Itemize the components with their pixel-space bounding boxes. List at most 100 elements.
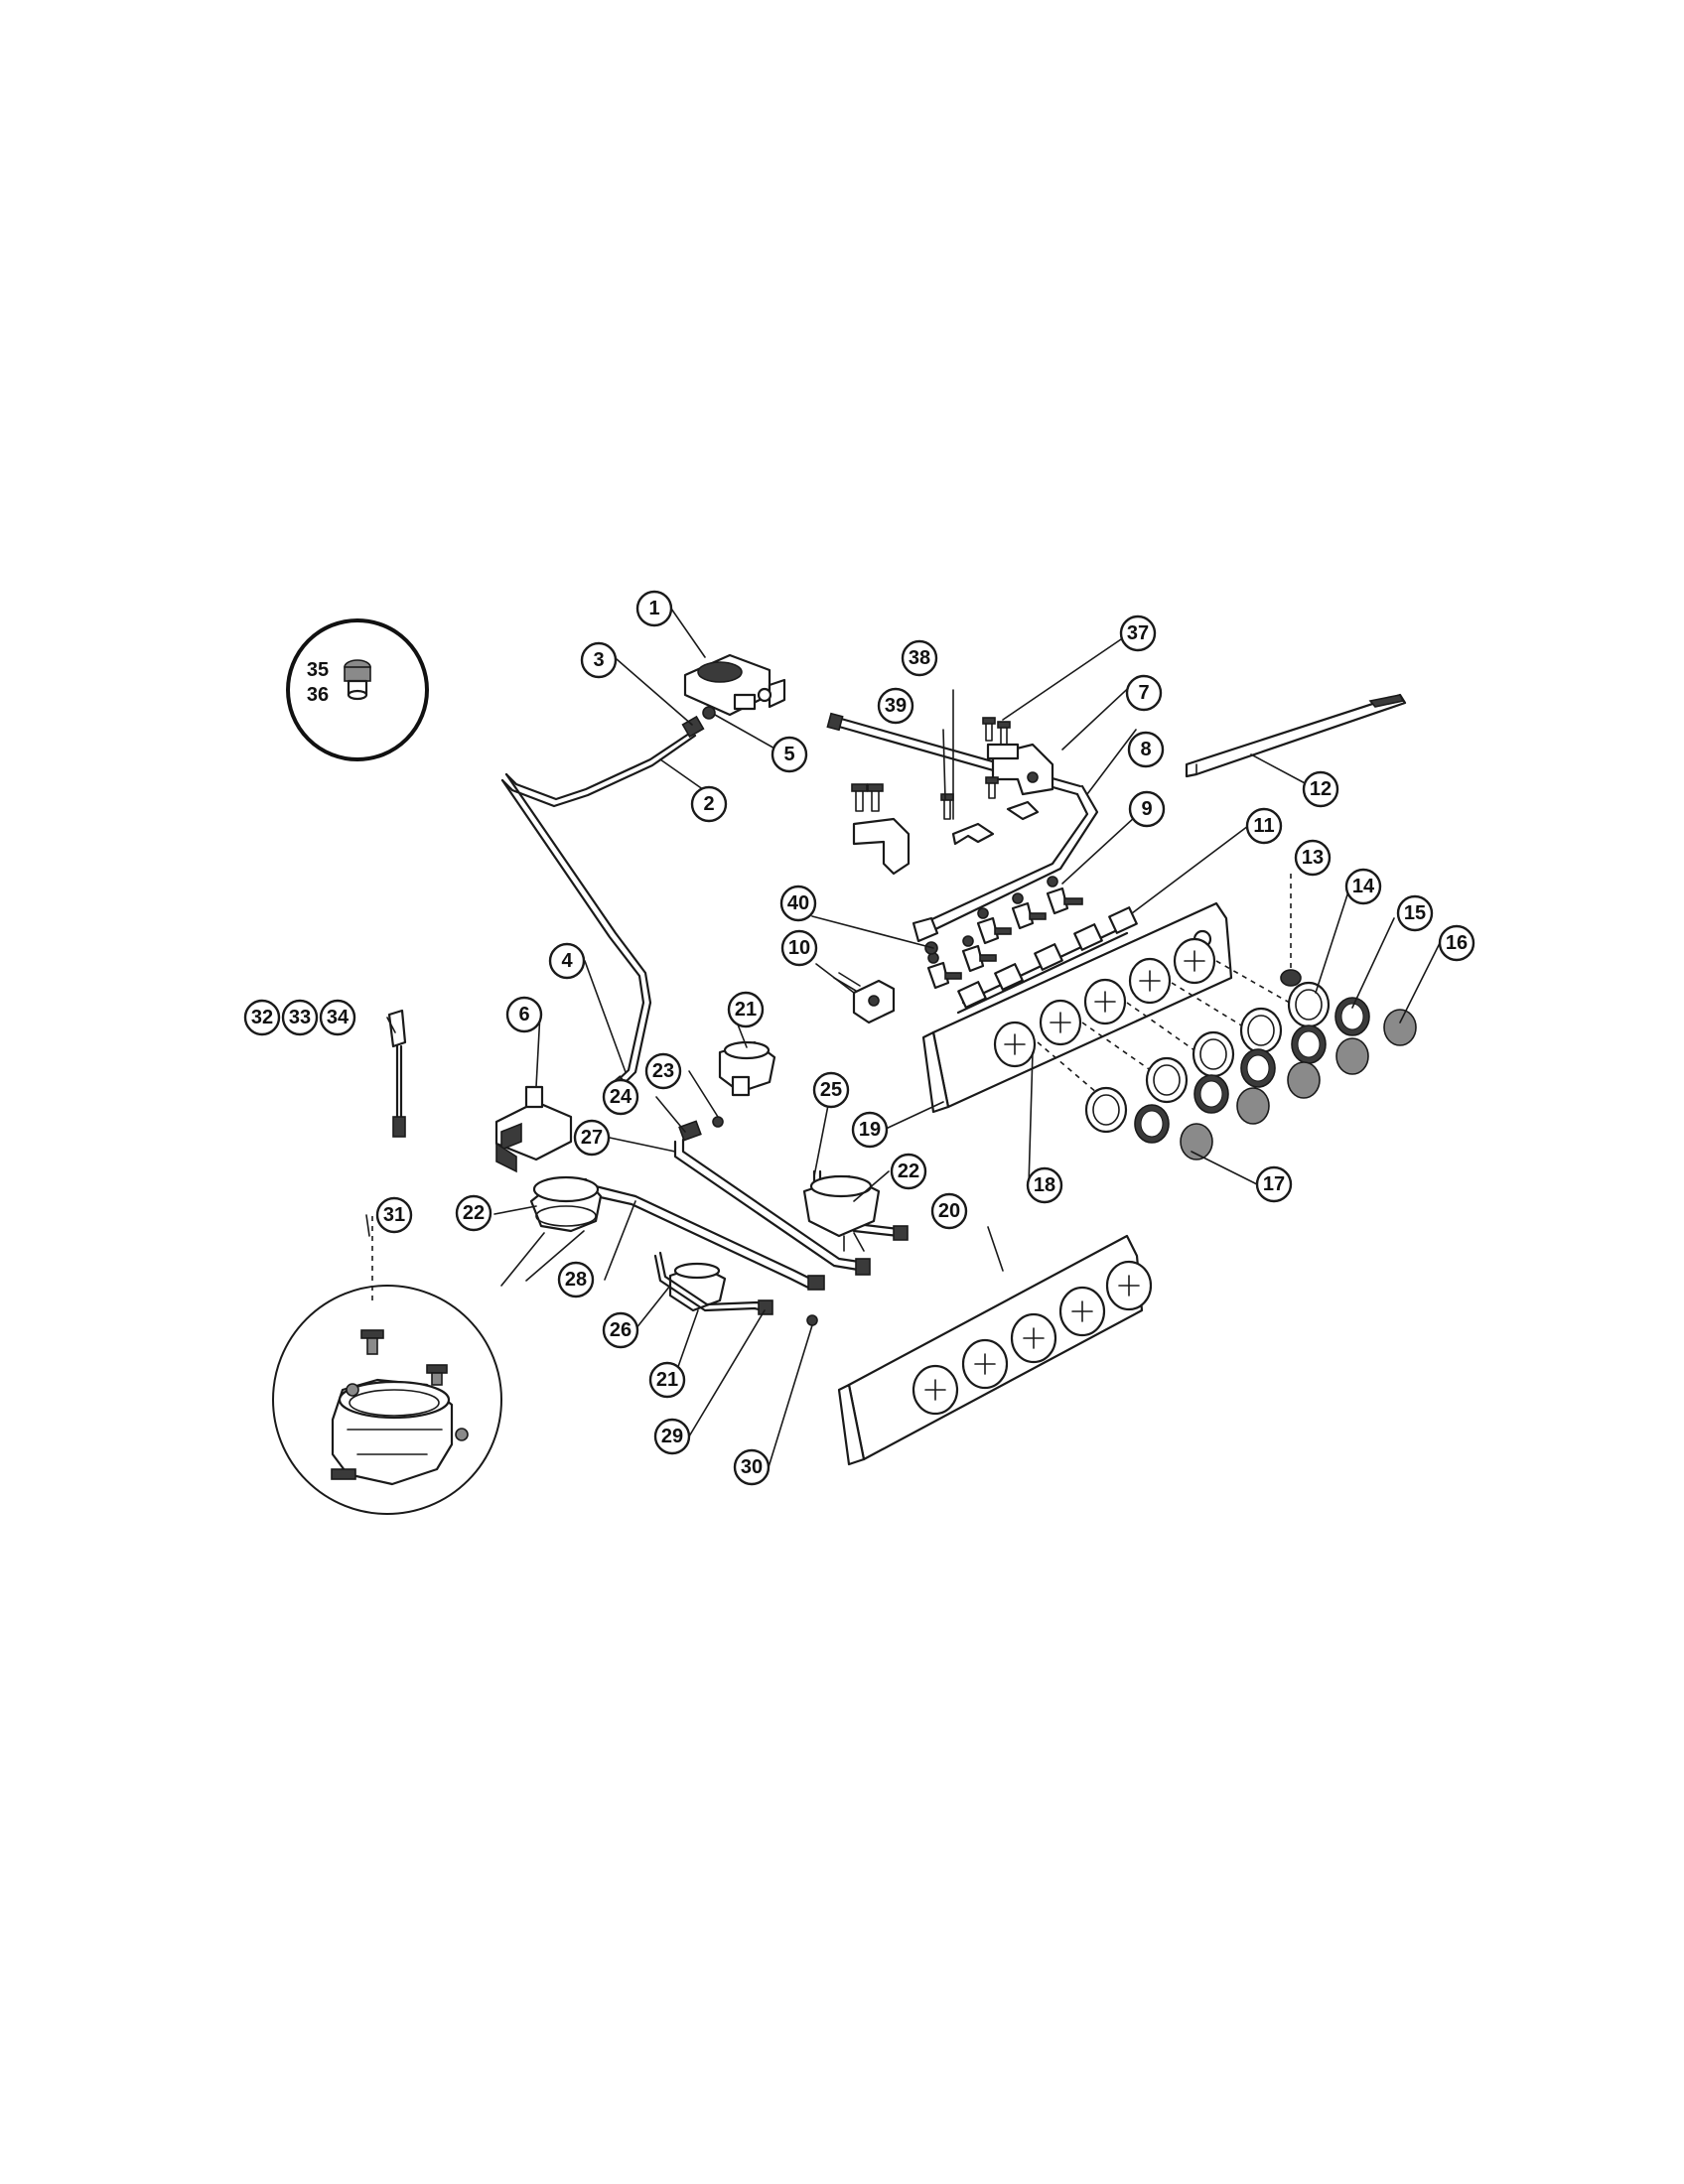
svg-text:30: 30	[741, 1456, 763, 1478]
burner-valves	[924, 876, 1083, 990]
callout-19: 19	[851, 1111, 889, 1149]
indicator-cap	[1280, 874, 1302, 987]
trim-strip	[1185, 693, 1407, 778]
callout-5: 5	[771, 736, 808, 773]
svg-text:3: 3	[593, 649, 604, 671]
mounting-screw-icon	[426, 1364, 448, 1386]
callout-11: 11	[1245, 807, 1283, 845]
knob-assemblies	[1037, 960, 1417, 1160]
callout-16: 16	[1438, 924, 1475, 962]
svg-text:4: 4	[561, 950, 573, 972]
callout-12: 12	[1302, 770, 1339, 808]
callout-21-lower: 21	[648, 1361, 686, 1399]
callout-37: 37	[1119, 614, 1157, 652]
callout-32: 32	[243, 999, 281, 1036]
svg-text:27: 27	[581, 1127, 603, 1149]
safety-valve	[494, 1085, 573, 1173]
pressure-regulator	[683, 653, 786, 717]
callout-13: 13	[1294, 839, 1332, 877]
callout-2: 2	[690, 785, 728, 823]
inset-label-35: 35	[307, 659, 329, 681]
svg-text:32: 32	[251, 1007, 273, 1028]
burner-base-22-right	[802, 1174, 881, 1252]
spark-module	[833, 972, 896, 1024]
callout-9: 9	[1128, 790, 1166, 828]
switch-harness	[956, 906, 1138, 1015]
svg-text:28: 28	[565, 1269, 587, 1291]
callout-30: 30	[733, 1448, 771, 1486]
svg-text:33: 33	[289, 1007, 311, 1028]
burner-tube-28	[594, 1184, 825, 1291]
svg-text:14: 14	[1352, 876, 1375, 897]
svg-text:21: 21	[735, 999, 757, 1021]
callout-27: 27	[573, 1119, 611, 1157]
small-orifice-parts	[712, 1116, 818, 1326]
callout-18: 18	[1026, 1166, 1063, 1204]
svg-text:7: 7	[1138, 682, 1149, 704]
svg-text:2: 2	[703, 793, 714, 815]
svg-text:20: 20	[938, 1200, 960, 1222]
svg-text:38: 38	[909, 647, 930, 669]
callout-34: 34	[319, 999, 356, 1036]
inset-label-36: 36	[307, 684, 329, 706]
burner-base-22-left	[500, 1175, 603, 1287]
callout-14: 14	[1344, 868, 1382, 905]
svg-text:23: 23	[652, 1060, 674, 1082]
svg-text:19: 19	[859, 1119, 881, 1141]
inset-35-36: 35 36	[286, 618, 429, 761]
callout-8: 8	[1127, 731, 1165, 768]
svg-text:40: 40	[787, 892, 809, 914]
callout-38: 38	[901, 639, 938, 677]
manifold-bracket	[986, 743, 1054, 796]
callout-21-upper: 21	[727, 991, 765, 1028]
svg-text:5: 5	[783, 744, 794, 765]
orifice-cap-icon	[344, 659, 371, 701]
callout-4: 4	[548, 942, 586, 980]
svg-text:13: 13	[1302, 847, 1324, 869]
svg-text:26: 26	[610, 1319, 632, 1341]
callout-15: 15	[1396, 894, 1434, 932]
svg-text:24: 24	[610, 1086, 632, 1108]
callout-7: 7	[1125, 674, 1163, 712]
callout-6: 6	[505, 996, 543, 1033]
callout-26: 26	[602, 1311, 639, 1349]
svg-text:11: 11	[1253, 815, 1274, 837]
callout-24: 24	[602, 1078, 639, 1116]
callout-1: 1	[635, 590, 673, 627]
callout-31: 31	[375, 1196, 413, 1234]
svg-text:17: 17	[1263, 1173, 1285, 1195]
svg-text:6: 6	[518, 1004, 529, 1025]
svg-text:39: 39	[885, 695, 907, 717]
callout-20: 20	[930, 1192, 968, 1230]
callout-29: 29	[653, 1418, 691, 1455]
screws	[851, 717, 1011, 820]
svg-text:1: 1	[648, 598, 659, 619]
callout-10: 10	[780, 929, 818, 967]
svg-text:9: 9	[1141, 798, 1152, 820]
svg-text:37: 37	[1127, 622, 1149, 644]
callout-23: 23	[644, 1052, 682, 1090]
svg-text:8: 8	[1140, 739, 1151, 760]
svg-text:34: 34	[327, 1007, 350, 1028]
svg-text:18: 18	[1034, 1174, 1055, 1196]
callout-33: 33	[281, 999, 319, 1036]
svg-text:22: 22	[463, 1202, 485, 1224]
gas-tube-2	[500, 706, 716, 1097]
svg-text:12: 12	[1310, 778, 1332, 800]
lower-panel-knob-openings	[912, 1260, 1153, 1416]
control-panel-lower	[837, 1234, 1153, 1466]
callout-22-left: 22	[455, 1194, 492, 1232]
svg-text:31: 31	[383, 1204, 405, 1226]
svg-text:25: 25	[820, 1079, 842, 1101]
svg-text:15: 15	[1404, 902, 1426, 924]
mounting-bracket	[852, 800, 1040, 876]
svg-text:22: 22	[898, 1160, 919, 1182]
mounting-screw-icon	[360, 1329, 384, 1355]
magnified-burner-inset	[272, 1216, 502, 1515]
callout-39: 39	[877, 687, 914, 725]
callout-17: 17	[1255, 1165, 1293, 1203]
svg-text:21: 21	[656, 1369, 678, 1391]
callout-25: 25	[812, 1071, 850, 1109]
